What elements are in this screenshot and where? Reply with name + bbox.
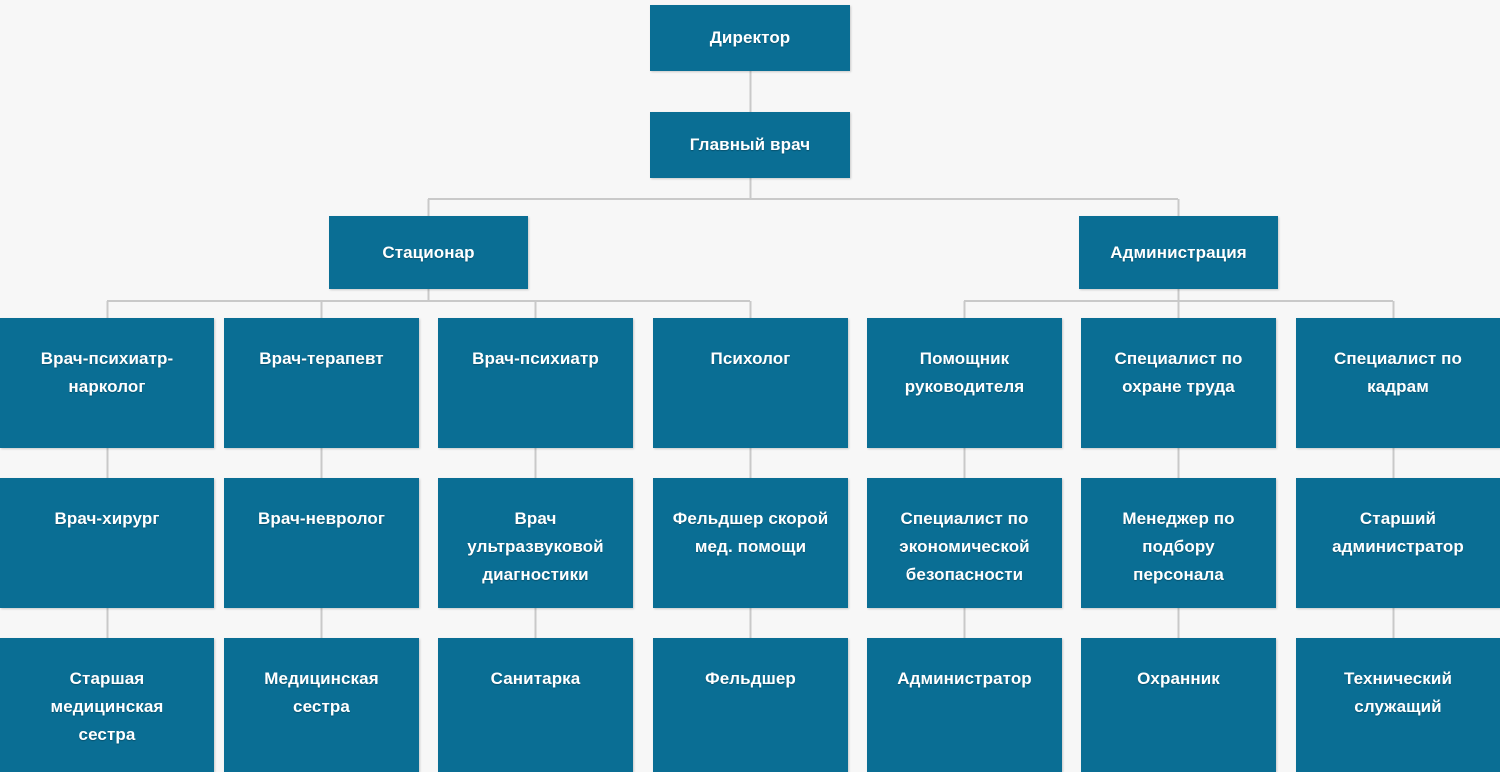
node-label: Врач-хирург [54, 509, 160, 528]
node-administration[interactable]: Администрация [1079, 216, 1278, 289]
node-label: Администрация [1110, 242, 1247, 262]
node-label: Фельдшер [705, 669, 796, 688]
node-paramedic[interactable]: Фельдшер [653, 638, 848, 772]
node-label: Врач-психиатр- нарколог [40, 349, 174, 396]
node-label: Директор [709, 28, 791, 47]
node-psychologist[interactable]: Психолог [653, 318, 848, 448]
node-label: Специалист по кадрам [1333, 349, 1463, 396]
node-hr-specialist[interactable]: Специалист по кадрам [1296, 318, 1500, 448]
node-senior-administrator[interactable]: Старший администратор [1296, 478, 1500, 608]
node-hospital[interactable]: Стационар [329, 216, 528, 289]
node-administrator[interactable]: Администратор [867, 638, 1062, 772]
node-assistant-manager[interactable]: Помощник руководителя [867, 318, 1062, 448]
node-label: Администратор [897, 669, 1032, 688]
node-label: Специалист по экономической безопасности [899, 509, 1030, 584]
node-label: Охранник [1137, 669, 1220, 688]
node-recruitment-manager[interactable]: Менеджер по подбору персонала [1081, 478, 1276, 608]
node-therapist[interactable]: Врач-терапевт [224, 318, 419, 448]
node-label: Врач-терапевт [259, 349, 384, 368]
node-label: Санитарка [490, 669, 581, 688]
node-label: Старшая медицинская сестра [50, 669, 164, 744]
node-director[interactable]: Директор [650, 5, 850, 71]
node-ambulance-paramedic[interactable]: Фельдшер скорой мед. помощи [653, 478, 848, 608]
node-label: Медицинская сестра [264, 669, 379, 716]
node-label: Менеджер по подбору персонала [1122, 509, 1235, 584]
node-psychiatrist[interactable]: Врач-психиатр [438, 318, 633, 448]
node-label: Фельдшер скорой мед. помощи [672, 509, 829, 556]
node-labor-safety-specialist[interactable]: Специалист по охране труда [1081, 318, 1276, 448]
node-technical-staff[interactable]: Технический служащий [1296, 638, 1500, 772]
node-nurse[interactable]: Медицинская сестра [224, 638, 419, 772]
node-label: Помощник руководителя [904, 349, 1025, 396]
node-label: Врач-невролог [257, 509, 386, 528]
node-label: Врач ультразвуковой диагностики [467, 509, 604, 584]
node-orderly[interactable]: Санитарка [438, 638, 633, 772]
node-economic-security-specialist[interactable]: Специалист по экономической безопасности [867, 478, 1062, 608]
node-label: Стационар [382, 242, 475, 262]
node-senior-nurse[interactable]: Старшая медицинская сестра [0, 638, 214, 772]
node-label: Старший администратор [1332, 509, 1464, 556]
node-label: Главный врач [689, 135, 811, 154]
node-surgeon[interactable]: Врач-хирург [0, 478, 214, 608]
node-label: Специалист по охране труда [1114, 349, 1243, 396]
node-ultrasound-doctor[interactable]: Врач ультразвуковой диагностики [438, 478, 633, 608]
node-label: Технический служащий [1343, 669, 1452, 716]
node-psychiatrist-narcologist[interactable]: Врач-психиатр- нарколог [0, 318, 214, 448]
node-label: Психолог [710, 349, 791, 368]
node-label: Врач-психиатр [472, 349, 599, 368]
node-security-guard[interactable]: Охранник [1081, 638, 1276, 772]
node-chief-doctor[interactable]: Главный врач [650, 112, 850, 178]
node-neurologist[interactable]: Врач-невролог [224, 478, 419, 608]
